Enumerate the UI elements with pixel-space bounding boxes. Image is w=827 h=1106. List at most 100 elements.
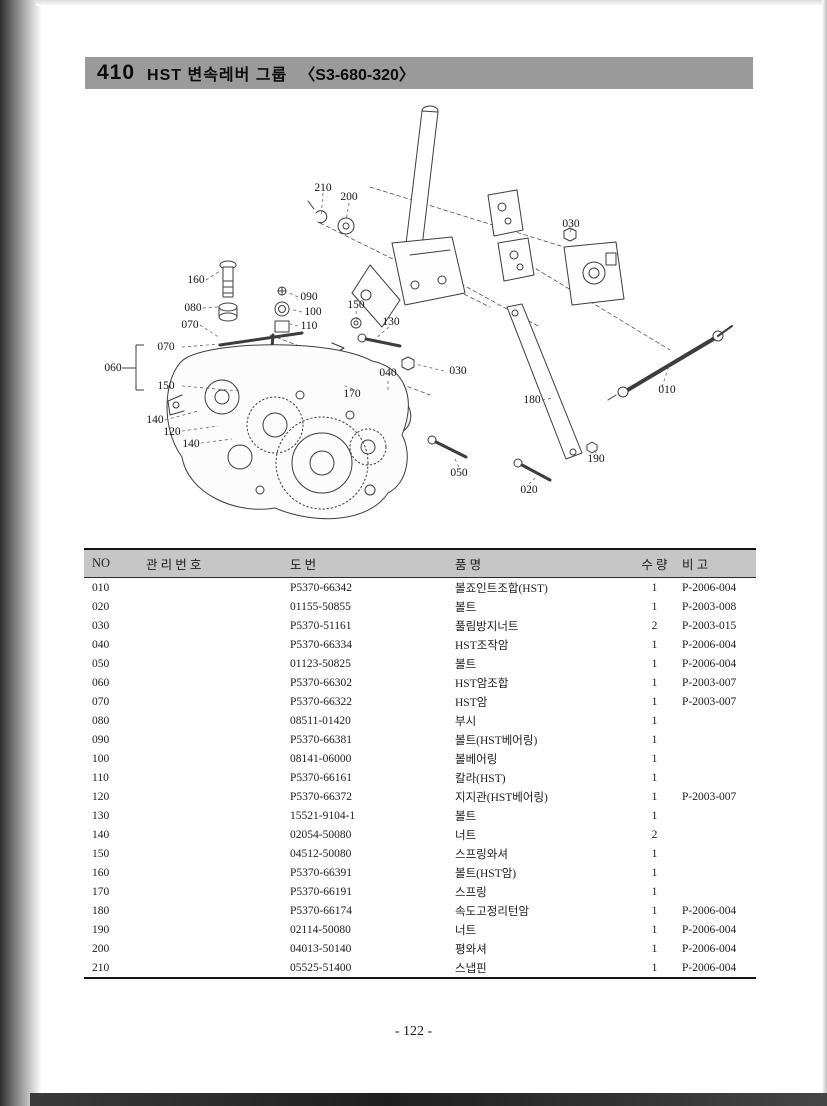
callout-060: 060 (104, 362, 122, 374)
cell-mgmt (146, 711, 288, 730)
cell-mgmt (146, 673, 288, 692)
cell-note (682, 844, 756, 863)
cell-mgmt (146, 882, 288, 901)
cell-name: 볼트 (455, 658, 477, 671)
cell-note: P-2006-004 (682, 923, 737, 936)
cell-dwg: P5370-66381 (290, 733, 352, 746)
cell-name: 스프링 (455, 886, 487, 899)
cell-no: 040 (92, 638, 110, 651)
scan-bottom-edge (30, 1093, 827, 1106)
cell-note: P-2003-015 (682, 619, 737, 632)
cell-dwg: 01155-50855 (290, 600, 351, 613)
cell-mgmt (146, 692, 288, 711)
cell-note (682, 863, 756, 882)
cell-no: 070 (92, 695, 110, 708)
scan-left-shadow (0, 0, 42, 1106)
cell-note: P-2006-004 (682, 638, 737, 651)
cell-no: 200 (92, 942, 110, 955)
cell-qty: 1 (651, 923, 658, 936)
cell-name: 볼트(HST베어링) (455, 734, 538, 747)
cell-mgmt (146, 749, 288, 768)
callout-110: 110 (300, 320, 318, 332)
cell-note: P-2006-004 (682, 581, 737, 594)
cell-note (682, 806, 756, 825)
cell-dwg: 04013-50140 (290, 942, 352, 955)
cell-note: P-2006-004 (682, 961, 737, 974)
cell-qty: 1 (651, 638, 658, 651)
cell-no: 150 (92, 847, 110, 860)
cell-mgmt (146, 825, 288, 844)
col-header-note: 비 고 (682, 549, 756, 578)
cell-qty: 1 (651, 676, 658, 689)
cell-dwg: 15521-9104-1 (290, 809, 356, 822)
cell-note (682, 768, 756, 787)
callout-120: 120 (163, 426, 181, 438)
cell-mgmt (146, 616, 288, 635)
cell-no: 100 (92, 752, 110, 765)
cell-mgmt (146, 901, 288, 920)
cell-mgmt (146, 730, 288, 749)
cell-note: P-2003-007 (682, 676, 737, 689)
cell-note (682, 882, 756, 901)
cell-no: 030 (92, 619, 110, 632)
cell-qty: 1 (651, 961, 658, 974)
cell-no: 140 (92, 828, 110, 841)
cell-no: 210 (92, 961, 110, 974)
cell-no: 180 (92, 904, 110, 917)
section-code: 〈S3-680-320〉 (299, 67, 415, 84)
cell-name: 평와셔 (455, 943, 487, 956)
cell-note: P-2006-004 (682, 904, 737, 917)
cell-no: 010 (92, 581, 110, 594)
cell-qty: 1 (651, 752, 658, 765)
cell-mgmt (146, 920, 288, 939)
cell-no: 020 (92, 600, 110, 613)
cell-mgmt (146, 578, 288, 598)
cell-no: 060 (92, 676, 110, 689)
cell-no: 050 (92, 657, 110, 670)
cell-mgmt (146, 787, 288, 806)
cell-name: HST조작암 (455, 639, 509, 652)
cell-qty: 1 (651, 600, 658, 613)
callout-180: 180 (523, 394, 541, 406)
section-header: 410 HST 변속레버 그룹 〈S3-680-320〉 (85, 57, 753, 89)
cell-no: 090 (92, 733, 110, 746)
callout-140-a: 140 (146, 414, 164, 426)
col-header-no: NO (84, 549, 146, 578)
cell-no: 130 (92, 809, 110, 822)
cell-note (682, 749, 756, 768)
cell-name: 스프링와셔 (455, 848, 508, 861)
cell-name: 스냅핀 (455, 962, 487, 975)
cell-dwg: P5370-66391 (290, 866, 352, 879)
cell-dwg: P5370-66342 (290, 581, 352, 594)
callout-150-a: 150 (347, 299, 365, 311)
table-row: 210 05525-51400 스냅핀 1 P-2006-004 (84, 958, 756, 978)
table-header-row: NO 관 리 번 호 도 번 품 명 수 량 비 고 (84, 549, 756, 578)
callout-200: 200 (340, 191, 358, 203)
cell-name: 볼트 (455, 810, 477, 823)
cell-note: P-2003-007 (682, 790, 737, 803)
callout-030-a: 030 (562, 218, 580, 230)
cell-no: 120 (92, 790, 110, 803)
scan-top-edge (36, 0, 827, 6)
cell-dwg: P5370-66174 (290, 904, 352, 917)
cell-mgmt (146, 806, 288, 825)
cell-mgmt (146, 863, 288, 882)
callout-150-b: 150 (157, 380, 175, 392)
callout-190: 190 (587, 453, 605, 465)
cell-dwg: 05525-51400 (290, 961, 352, 974)
cell-dwg: P5370-66372 (290, 790, 352, 803)
cell-qty: 1 (651, 904, 658, 917)
callout-050: 050 (450, 467, 468, 479)
cell-mgmt (146, 939, 288, 958)
cell-name: 지지관(HST베어링) (455, 791, 548, 804)
callout-090: 090 (300, 291, 318, 303)
